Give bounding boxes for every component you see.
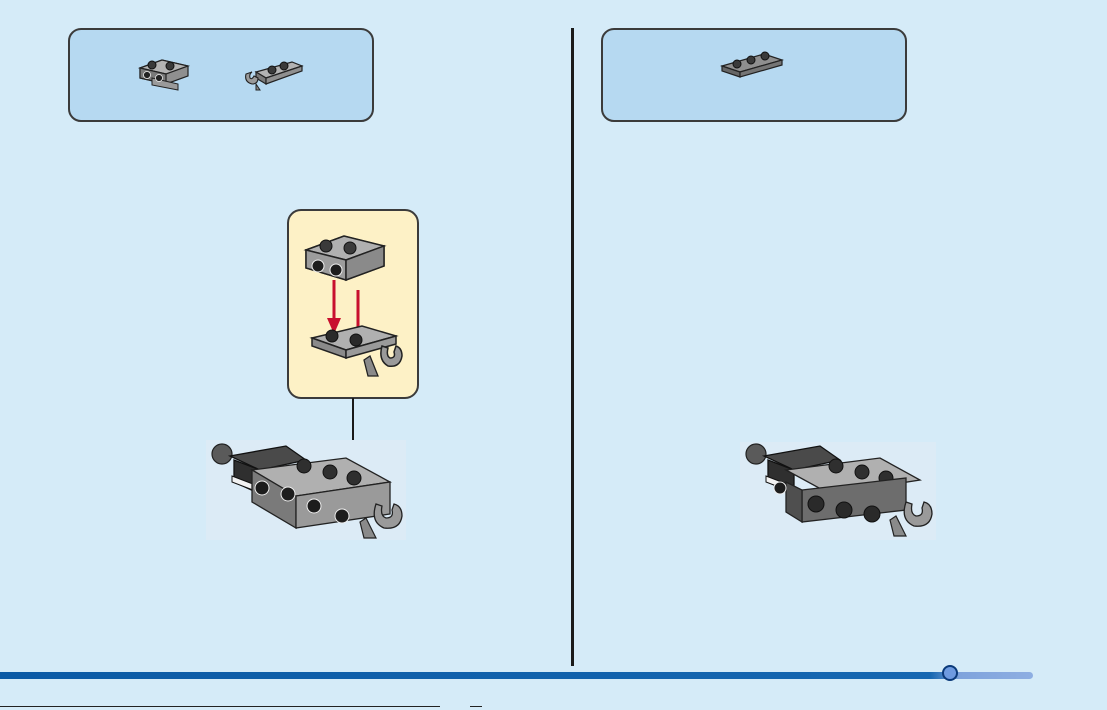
model-step-1-icon [206,430,416,544]
page-edge-mark [470,706,482,707]
parts-callout-step-1 [68,28,374,122]
sub-assembly-clip-plate-icon [308,316,408,382]
model-step-2-icon [740,432,950,544]
sub-assembly-bracket-icon [298,222,388,292]
step-divider [571,28,574,666]
page-edge-line [0,706,440,707]
progress-bar [0,672,1033,679]
progress-indicator [942,665,958,681]
part-bracket-plate-icon [136,54,194,92]
part-clip-plate-icon [242,54,306,92]
part-plate-1x3-icon [720,48,784,82]
